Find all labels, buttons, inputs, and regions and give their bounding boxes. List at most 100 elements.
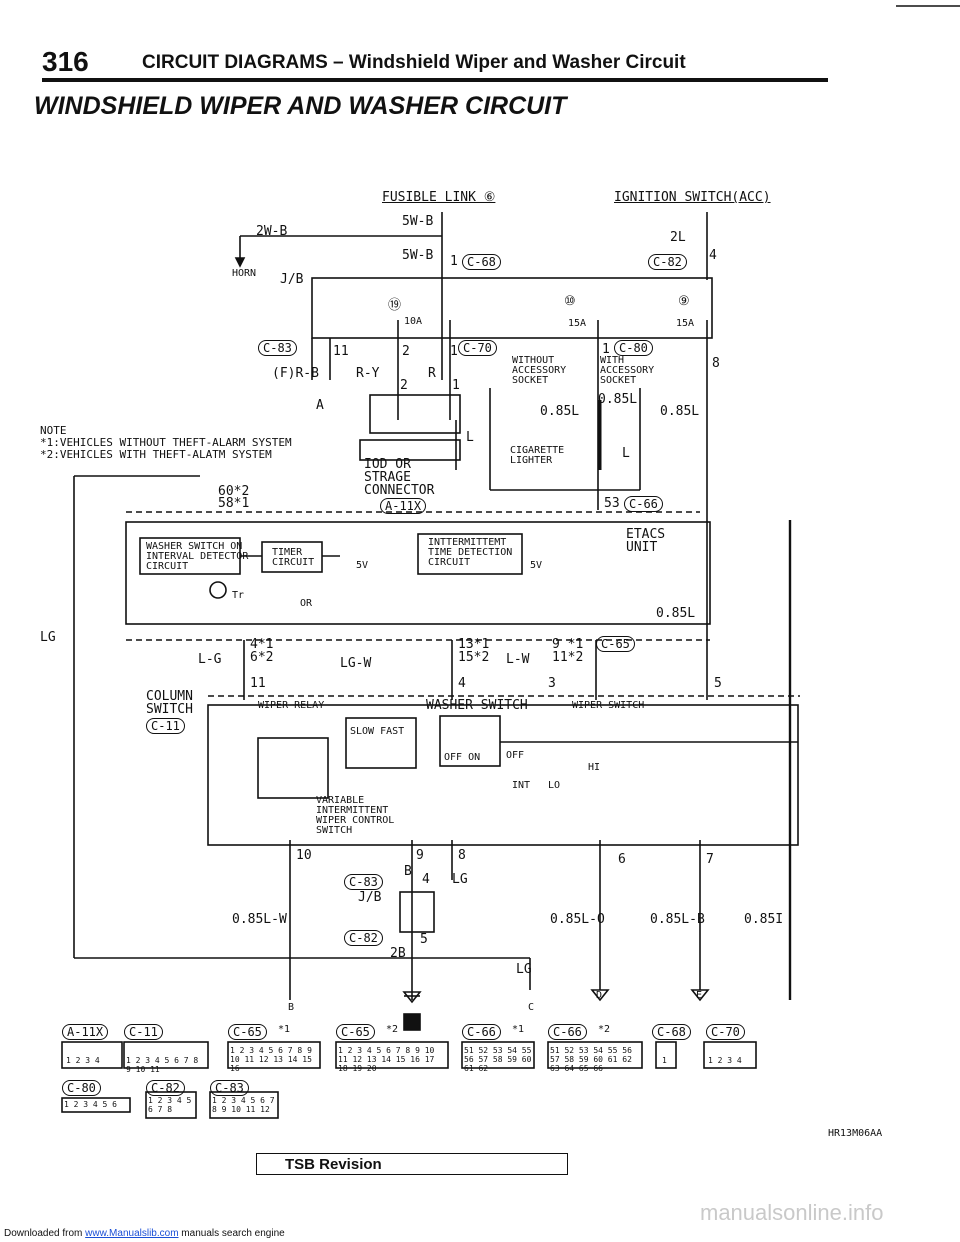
pin-label: 4*1 6*2 (250, 637, 274, 665)
connector-c70: C-70 (458, 340, 497, 356)
variable-intermittent-label: VARIABLE INTERMITTENT WIPER CONTROL SWIT… (316, 795, 395, 836)
pin-label: 9 *1 11*2 (552, 637, 584, 665)
pin-label: 7 (706, 852, 714, 867)
terminal-e: E (696, 990, 703, 1001)
connector-c83: C-83 (258, 340, 297, 356)
or-label: OR (300, 598, 313, 609)
pin-label: 2 (402, 344, 410, 359)
wire-label: 0.85L-B (650, 912, 705, 927)
pin-label: 58*1 (218, 496, 250, 511)
transistor-label: Tr (232, 590, 245, 601)
key-c82: C-82 (146, 1080, 185, 1096)
switch-position: OFF (506, 750, 525, 761)
etacs-box (125, 521, 711, 625)
timer-circuit-label: TIMER CIRCUIT (272, 547, 315, 568)
fuse-19: ⑲ (388, 298, 402, 313)
footer-note: Downloaded from www.Manualslib.com manua… (4, 1228, 285, 1239)
fuse-rating: 15A (676, 318, 695, 329)
etacs-unit-label: ETACS UNIT (626, 527, 666, 555)
watermark: manualsonline.info (700, 1200, 884, 1225)
switch-position: LO (548, 780, 561, 791)
key-pins: 1 (662, 1056, 667, 1065)
key-c70: C-70 (706, 1024, 745, 1040)
connector-c68: C-68 (462, 254, 501, 270)
off-on-label: OFF ON (444, 752, 481, 763)
key-pins: 1 2 3 4 5 6 (64, 1100, 117, 1109)
key-mark: *1 (512, 1024, 525, 1035)
pin-label: 1 (450, 344, 458, 359)
switch-position: INT (512, 780, 531, 791)
connector-c82: C-82 (648, 254, 687, 270)
key-pins: 1 2 3 4 5 6 7 8 9 10 11 12 13 14 15 16 (230, 1046, 312, 1073)
pin-label: 3 (548, 676, 556, 691)
wiper-relay-label: WIPER RELAY (258, 700, 325, 711)
connector-c82: C-82 (344, 930, 383, 946)
note-1: *1:VEHICLES WITHOUT THEFT-ALARM SYSTEM (40, 436, 292, 449)
pin-label: 4 (422, 872, 430, 887)
key-c83: C-83 (210, 1080, 249, 1096)
page-number: 316 (42, 46, 89, 77)
pin-label: 13*1 15*2 (458, 637, 490, 665)
wire-label: L (622, 446, 630, 461)
wire-label: L-W (506, 652, 530, 667)
connector-c11: C-11 (146, 718, 185, 734)
footer-text: Downloaded from (4, 1228, 86, 1239)
connector-c66: C-66 (624, 496, 663, 512)
pin-label: 4 (458, 676, 466, 691)
terminal-b: B (288, 1002, 295, 1013)
fusible-link-label: FUSIBLE LINK ⑥ (382, 190, 496, 205)
key-mark: *2 (386, 1024, 399, 1035)
key-mark: *2 (598, 1024, 611, 1035)
wire-5wb-label: 5W-B (402, 214, 434, 229)
voltage-label: 5V (530, 560, 543, 571)
section-title: CIRCUIT DIAGRAMS – Windshield Wiper and … (142, 52, 686, 73)
pin-label: 53 (604, 496, 620, 511)
jb-label: J/B (358, 890, 382, 905)
pin-label: 60*2 (218, 484, 250, 499)
wire-label: 0.85L (660, 404, 700, 419)
wire-label: 0.85L (598, 392, 638, 407)
key-c80: C-80 (62, 1080, 101, 1096)
switch-position: HI (588, 762, 601, 773)
note-2: *2:VEHICLES WITH THEFT-ALATM SYSTEM (40, 448, 272, 461)
wire-label: 0.85L-O (550, 912, 605, 927)
connector-c83: C-83 (344, 874, 383, 890)
intermittent-circuit-label: INTTERMITTEMT TIME DETECTION CIRCUIT (428, 537, 513, 568)
pin-label: 4 (709, 248, 717, 263)
pin-label: 6 (618, 852, 626, 867)
wire-label: 0.85L-W (232, 912, 287, 927)
jb-box (311, 277, 713, 339)
key-c66-1: C-66 (462, 1024, 501, 1040)
key-pins: 1 2 3 4 5 6 7 8 9 10 11 12 13 14 15 16 1… (338, 1046, 435, 1073)
connector-c65: C-65 (596, 636, 635, 652)
pin-label: 5 (420, 932, 428, 947)
key-c65-1: C-65 (228, 1024, 267, 1040)
pin-label: 11 (250, 676, 266, 691)
pin-label: 2 (400, 378, 408, 393)
wire-label: 0.85L (656, 606, 696, 621)
terminal-c: C (528, 1002, 535, 1013)
wire-2l-label: 2L (670, 230, 686, 245)
manualslib-link[interactable]: www.Manualslib.com (85, 1228, 179, 1239)
wire-5wb-label-2: 5W-B (402, 248, 434, 263)
horn-arrow (234, 257, 246, 268)
washer-switch-label: WASHER SWITCH (426, 698, 528, 713)
wire-label: 0.85I (744, 912, 784, 927)
pin-label: 1 (602, 342, 610, 357)
pin-label: 1 (450, 254, 458, 269)
wire-label: 2B (390, 946, 406, 961)
wire-label: L-G (198, 652, 222, 667)
wire-2wb-label: 2W-B (256, 224, 288, 239)
pin-label: 8 (712, 356, 720, 371)
wire-label: B (404, 864, 412, 879)
wiper-relay-box (257, 737, 329, 799)
key-c65-2: C-65 (336, 1024, 375, 1040)
connector-c80: C-80 (614, 340, 653, 356)
fuse-rating: 15A (568, 318, 587, 329)
ground-b-badge (403, 1013, 421, 1031)
key-c68: C-68 (652, 1024, 691, 1040)
terminal-a: A (316, 398, 324, 413)
wiper-switch-label: WIPER SWITCH (572, 700, 645, 711)
wire-frb-label: (F)R-B (272, 366, 319, 381)
washer-interval-label: WASHER SWITCH ON INTERVAL DETECTOR CIRCU… (146, 541, 249, 572)
